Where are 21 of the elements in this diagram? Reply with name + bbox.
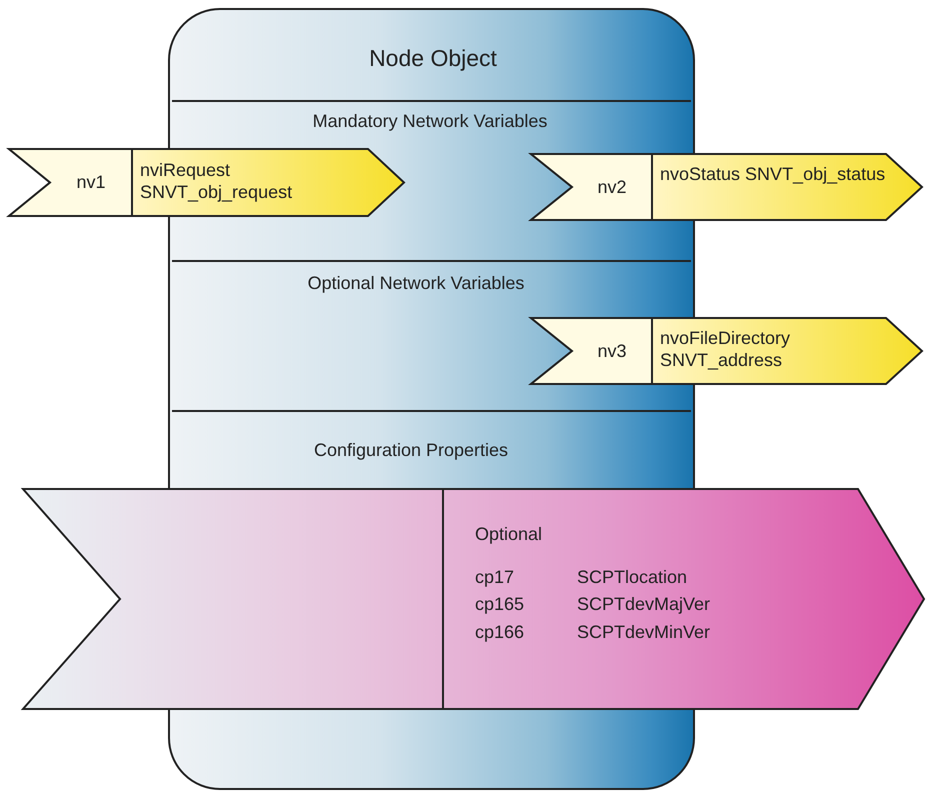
- variable-text: nviRequest SNVT_obj_request: [140, 159, 294, 203]
- section-heading: Optional Network Variables: [308, 273, 524, 294]
- property-type: SCPTlocation: [577, 566, 688, 588]
- section-heading: Configuration Properties: [314, 440, 508, 461]
- variable-arrow: [8, 148, 405, 217]
- property-arrow: [22, 488, 925, 710]
- node-title: Node Object: [369, 44, 497, 72]
- variable-arrow: [530, 153, 923, 221]
- property-type: SCPTdevMinVer: [577, 621, 710, 643]
- variable-arrow: [530, 317, 923, 385]
- property-id: cp17: [475, 566, 514, 588]
- property-id: cp166: [475, 621, 524, 643]
- section-heading: Mandatory Network Variables: [312, 111, 548, 132]
- variable-text: nvoFileDirectory SNVT_address: [660, 327, 792, 371]
- variable-text: nvoStatus SNVT_obj_status: [660, 163, 886, 185]
- variable-tag: nv1: [76, 171, 106, 193]
- group-heading: Optional: [475, 523, 542, 545]
- property-id: cp165: [475, 593, 524, 615]
- property-type: SCPTdevMajVer: [577, 593, 710, 615]
- variable-tag: nv2: [597, 176, 627, 198]
- variable-tag: nv3: [597, 340, 627, 362]
